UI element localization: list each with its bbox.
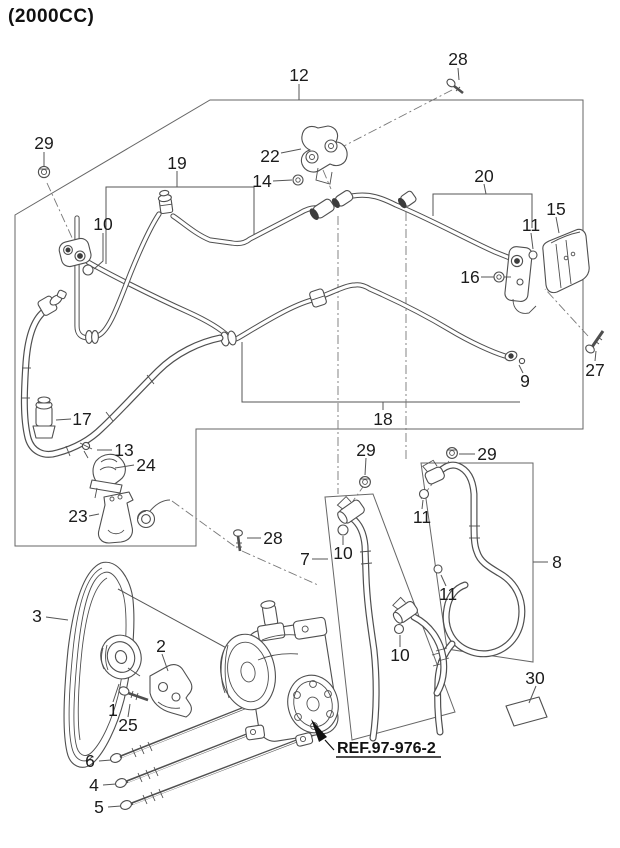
callout-28: 28 (448, 49, 467, 69)
drive-belt-3 (63, 561, 244, 768)
screw-27-icon (585, 330, 605, 354)
evaporator-connection-block (58, 237, 94, 276)
o-ring-10 (337, 524, 349, 536)
callout-15: 15 (546, 199, 565, 219)
hose-end-fitting (422, 459, 445, 485)
group-box-8 (420, 462, 548, 663)
bolt-28-top-icon (446, 78, 464, 95)
ref-arrow-icon (311, 719, 327, 742)
nut-29-icon (37, 165, 51, 179)
callout-11: 11 (413, 507, 431, 527)
callout-29: 29 (34, 133, 53, 153)
compressor (220, 600, 339, 747)
callout-29: 29 (356, 440, 375, 460)
callout-10: 10 (390, 645, 410, 665)
clamp-24 (89, 453, 126, 499)
nut-14-icon (292, 174, 304, 186)
callout-12: 12 (289, 65, 308, 85)
group-bracket-19 (105, 171, 255, 264)
group-box-12 (14, 84, 584, 547)
callout-9: 9 (520, 371, 530, 391)
callout-11: 11 (522, 215, 540, 235)
callout-27: 27 (585, 360, 604, 380)
o-ring-9 (518, 357, 526, 365)
callout-23: 23 (68, 506, 87, 526)
callout-24: 24 (136, 455, 156, 475)
callout-11: 11 (439, 584, 457, 604)
o-ring-11 (528, 250, 538, 260)
idler-pulley-1 (100, 634, 142, 680)
bracket-23 (97, 491, 171, 544)
pipe-end-bracket (504, 246, 537, 314)
callout-6: 6 (85, 751, 95, 771)
callout-4: 4 (89, 775, 99, 795)
callout-25: 25 (118, 715, 137, 735)
bolt-25-icon (118, 686, 149, 702)
liquid-pipe-19-20 (74, 189, 513, 347)
callout-7: 7 (300, 549, 310, 569)
callout-14: 14 (252, 171, 272, 191)
callout-29: 29 (477, 444, 496, 464)
o-ring-11 (433, 564, 443, 574)
callout-5: 5 (94, 797, 104, 817)
callout-28: 28 (263, 528, 282, 548)
pipe-joint-fitting (331, 190, 354, 208)
group-bracket-20 (432, 183, 533, 228)
callout-20: 20 (474, 166, 494, 186)
callout-13: 13 (114, 440, 133, 460)
hose-end-fitting (336, 495, 365, 524)
ref-annotation: REF.97-976-2 (311, 719, 441, 758)
callout-16: 16 (460, 267, 479, 287)
service-valve-cap-icon (157, 189, 174, 215)
bracket-22 (300, 125, 348, 185)
bolt-28-mid-icon (233, 529, 243, 552)
pipe-ring-fitting (398, 190, 417, 209)
callout-17: 17 (72, 409, 91, 429)
nut-29-icon (359, 476, 371, 488)
service-valve-17 (32, 396, 56, 439)
group-box-18 (241, 342, 520, 410)
hose-tail-fitting (392, 596, 450, 697)
nut-29-icon (446, 447, 458, 459)
discharge-hose-7 (336, 476, 380, 742)
ref-label: REF.97-976-2 (337, 740, 436, 757)
o-ring-10 (82, 264, 94, 276)
hose-elbow-fitting (37, 289, 67, 316)
page-title: (2000CC) (8, 6, 95, 27)
suction-hose-8 (418, 447, 526, 736)
clamp-13-icon (79, 441, 93, 459)
callout-1: 1 (108, 700, 118, 720)
protector-15 (542, 228, 590, 294)
pipe-joint-fitting (309, 198, 335, 220)
callout-22: 22 (260, 146, 279, 166)
label-plate-30 (505, 685, 548, 727)
callout-10: 10 (333, 543, 353, 563)
suction-hose (20, 289, 224, 458)
suction-pipe-18 (85, 259, 526, 365)
pipe-clamp (309, 288, 327, 308)
tensioner-bracket-2 (149, 664, 193, 718)
leader-lines (43, 67, 597, 808)
mount-bolt-5 (119, 730, 321, 810)
callout-8: 8 (552, 552, 562, 572)
callout-10: 10 (93, 214, 113, 234)
mount-bolt-6 (109, 701, 258, 763)
o-ring-11 (418, 488, 430, 500)
callout-18: 18 (373, 409, 392, 429)
centerlines (46, 89, 589, 586)
callout-19: 19 (167, 153, 186, 173)
o-ring-10 (393, 623, 405, 635)
callout-30: 30 (525, 668, 545, 688)
callout-3: 3 (32, 606, 42, 626)
callout-2: 2 (156, 636, 166, 656)
